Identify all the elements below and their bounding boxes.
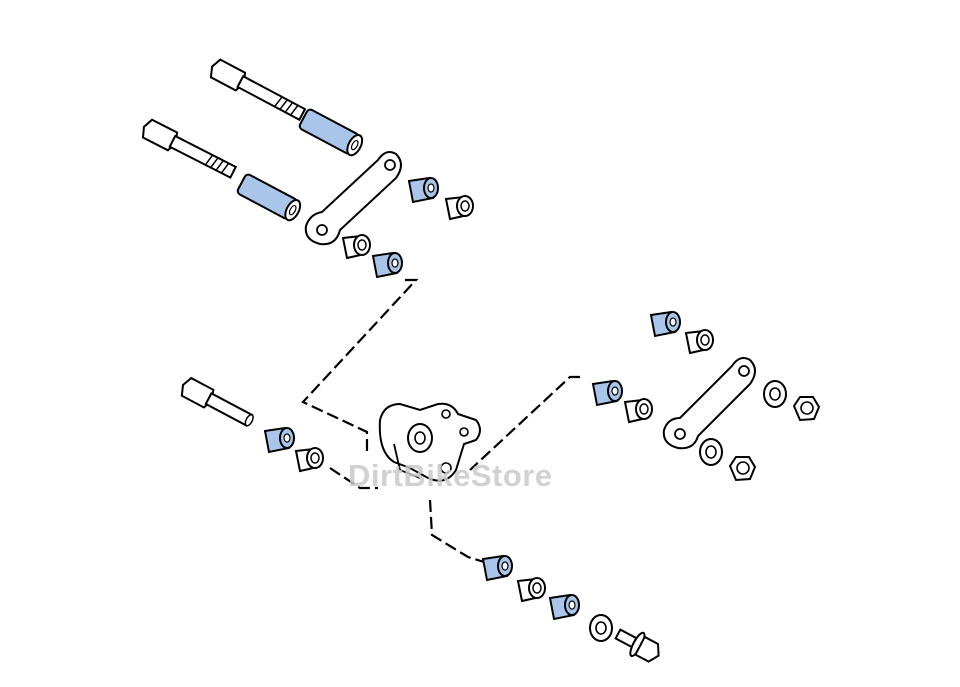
leader-line-lower <box>428 499 485 564</box>
collar-upper-2 <box>372 252 403 278</box>
short-bolt <box>180 376 254 427</box>
connecting-rod-upper <box>304 151 402 246</box>
collar-right-1 <box>650 311 681 337</box>
long-collar-lower <box>236 173 302 222</box>
collar-bottom-2 <box>549 594 580 620</box>
connecting-rod-lower <box>662 357 756 450</box>
long-bolt-lower <box>141 118 238 179</box>
long-collar-upper <box>298 108 364 157</box>
leader-line-right <box>469 375 580 471</box>
washer-right-lower <box>699 438 723 466</box>
bearing-bottom <box>517 577 546 602</box>
collar-right-2 <box>592 380 623 406</box>
relay-arm <box>378 402 481 482</box>
washer-bottom <box>589 614 613 642</box>
nut-right-upper <box>793 396 820 421</box>
bearing-right-1 <box>685 329 714 354</box>
leader-line-left <box>329 467 378 490</box>
washer-right-upper <box>763 380 787 408</box>
bearing-left <box>295 447 324 472</box>
bearing-upper-2 <box>342 234 371 259</box>
leader-line-upper <box>301 278 419 452</box>
nut-right-lower <box>729 456 756 481</box>
bearing-upper-1 <box>445 195 474 220</box>
long-bolt-upper <box>209 58 307 122</box>
bearing-right-2 <box>624 398 653 423</box>
flange-bolt <box>614 628 660 663</box>
leader-lines <box>301 278 580 564</box>
collar-upper-1 <box>408 177 439 203</box>
collar-bottom-1 <box>482 555 513 581</box>
collar-left <box>264 427 295 453</box>
